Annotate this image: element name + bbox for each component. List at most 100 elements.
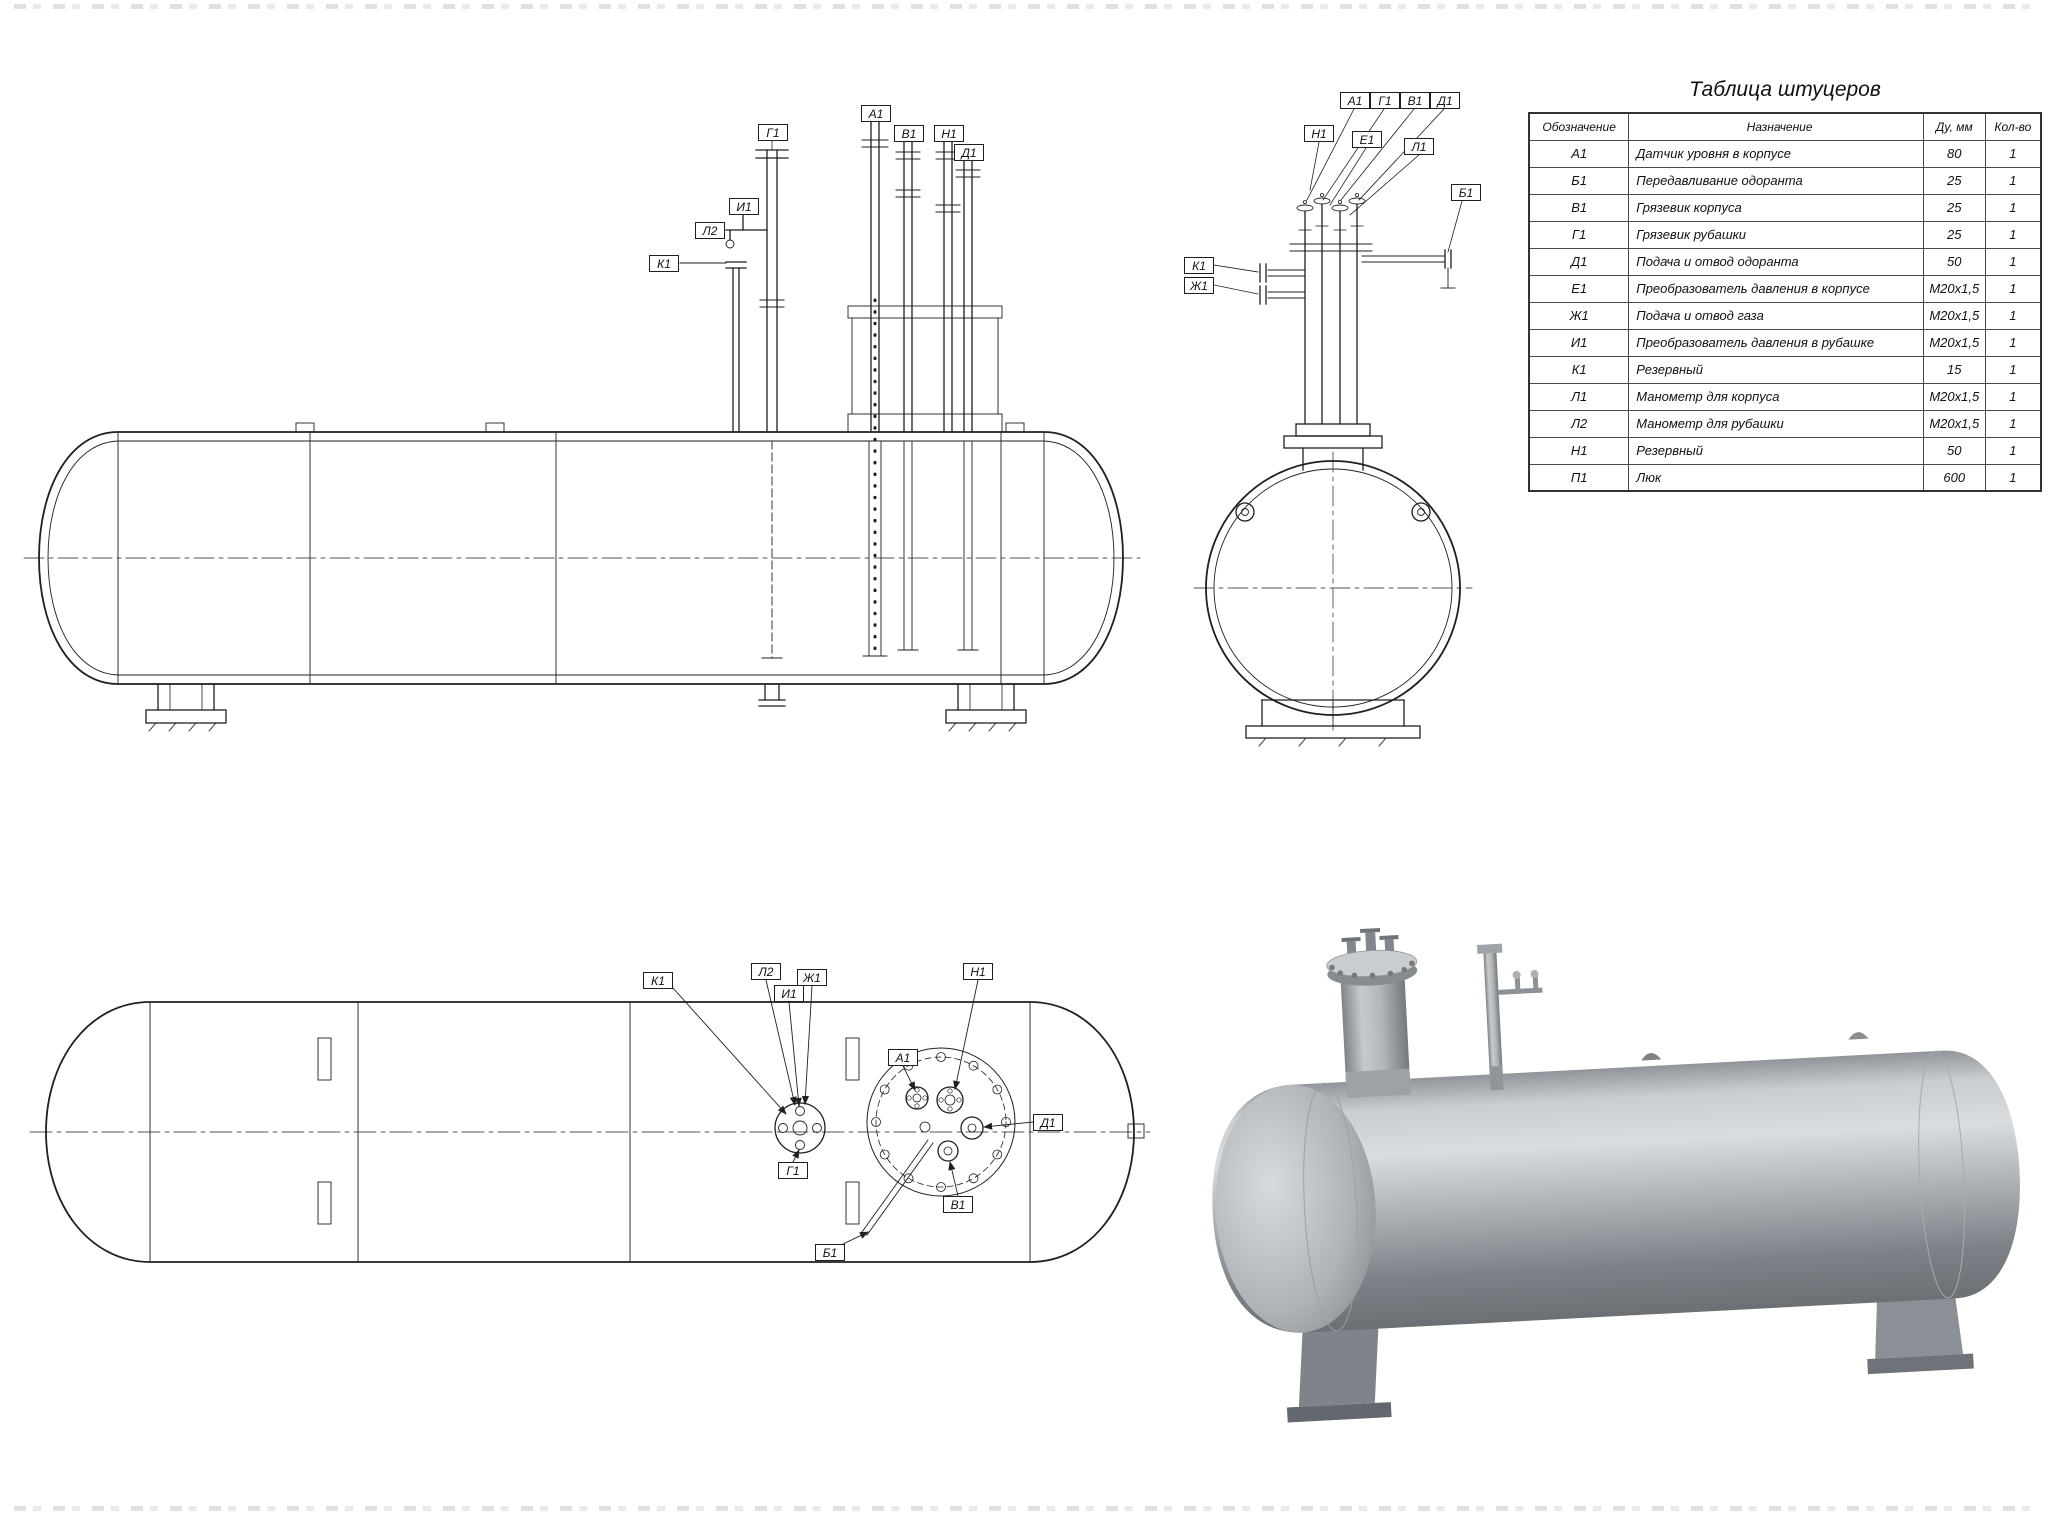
top-lug xyxy=(1005,422,1025,433)
plan-lug xyxy=(845,1181,860,1225)
cell-qty: 1 xyxy=(1984,463,2042,492)
cell-dn: М20х1,5 xyxy=(1922,301,1986,330)
instrument-arm xyxy=(725,213,768,249)
side-label-d1: Д1 xyxy=(954,144,984,161)
cell-purpose: Грязевик корпуса xyxy=(1628,193,1924,222)
top-label-g1: Г1 xyxy=(778,1162,808,1179)
top-label-a1: А1 xyxy=(888,1049,918,1066)
table-header-row: Обозначение Назначение Ду, мм Кол-во xyxy=(1528,112,2042,141)
cell-designation: Е1 xyxy=(1528,274,1630,303)
top-lug-3d xyxy=(1641,1052,1662,1061)
stubs-k1-zh1 xyxy=(1259,263,1306,305)
col-header-qty: Кол-во xyxy=(1984,112,2042,141)
top-lug xyxy=(295,422,315,433)
cell-qty: 1 xyxy=(1984,382,2042,411)
cell-qty: 1 xyxy=(1984,355,2042,384)
top-label-v1: В1 xyxy=(943,1196,973,1213)
cell-designation: Б1 xyxy=(1528,166,1630,195)
plan-lug xyxy=(317,1037,332,1081)
cell-purpose: Передавливание одоранта xyxy=(1628,166,1924,195)
cell-dn: М20х1,5 xyxy=(1922,409,1986,438)
end-label-zh1: Ж1 xyxy=(1184,277,1214,294)
tank-shell-inner xyxy=(47,440,1115,676)
plan-lug xyxy=(845,1037,860,1081)
cell-purpose: Преобразователь давления в корпусе xyxy=(1628,274,1924,303)
cell-dn: 25 xyxy=(1922,193,1986,222)
cell-dn: 25 xyxy=(1922,220,1986,249)
cell-qty: 1 xyxy=(1984,193,2042,222)
support-left-3d xyxy=(1298,1322,1379,1407)
top-view-drawing xyxy=(29,979,1151,1263)
end-label-k1: К1 xyxy=(1184,257,1214,274)
top-nozzle-assembly xyxy=(1283,192,1383,471)
end-label-d1: Д1 xyxy=(1430,92,1460,109)
page-edge-artifact-top xyxy=(14,4,2034,9)
end-label-v1: В1 xyxy=(1400,92,1430,109)
plan-lug xyxy=(317,1181,332,1225)
cell-designation: Д1 xyxy=(1528,247,1630,276)
end-view-drawing xyxy=(1193,108,1473,747)
nozzle-pipe-g1 xyxy=(755,140,789,659)
cell-designation: В1 xyxy=(1528,193,1630,222)
end-label-a1: А1 xyxy=(1340,92,1370,109)
cell-designation: К1 xyxy=(1528,355,1630,384)
cell-qty: 1 xyxy=(1984,274,2042,303)
cell-qty: 1 xyxy=(1984,139,2042,168)
side-label-a1: А1 xyxy=(861,105,891,122)
nozzle-pipe-d1 xyxy=(955,159,981,651)
manhole-3d xyxy=(1326,927,1418,1098)
top-label-l2: Л2 xyxy=(751,963,781,980)
top-lug xyxy=(485,422,505,433)
side-label-n1: Н1 xyxy=(934,125,964,142)
cell-designation: Л1 xyxy=(1528,382,1630,411)
cell-purpose: Люк xyxy=(1628,463,1924,492)
cell-dn: 25 xyxy=(1922,166,1986,195)
top-label-d1: Д1 xyxy=(1033,1114,1063,1131)
col-header-dn: Ду, мм xyxy=(1922,112,1986,141)
cell-designation: Г1 xyxy=(1528,220,1630,249)
cell-designation: А1 xyxy=(1528,139,1630,168)
top-label-k1: К1 xyxy=(643,972,673,989)
cell-dn: 50 xyxy=(1922,247,1986,276)
top-view-leaders xyxy=(672,979,1034,1245)
cell-qty: 1 xyxy=(1984,220,2042,249)
side-view-drawing xyxy=(23,121,1141,732)
cell-dn: 50 xyxy=(1922,436,1986,465)
cell-qty: 1 xyxy=(1984,409,2042,438)
cell-purpose: Грязевик рубашки xyxy=(1628,220,1924,249)
nozzle-pipe-a1 xyxy=(861,121,889,657)
side-label-g1: Г1 xyxy=(758,124,788,141)
table-title: Таблица штуцеров xyxy=(1689,78,1881,101)
side-label-v1: В1 xyxy=(894,125,924,142)
nozzle-pipe-k1 xyxy=(679,261,747,433)
side-label-k1: К1 xyxy=(649,255,679,272)
end-view-saddle xyxy=(1245,699,1421,747)
nozzle-pipe-v1 xyxy=(895,141,921,651)
saddle-right xyxy=(945,683,1027,732)
cell-qty: 1 xyxy=(1984,247,2042,276)
top-label-i1: И1 xyxy=(774,985,804,1002)
bottom-drain-stub xyxy=(758,683,786,707)
top-label-zh1: Ж1 xyxy=(797,969,827,986)
cell-qty: 1 xyxy=(1984,436,2042,465)
tank-body-3d xyxy=(1212,1050,2020,1333)
cell-purpose: Подача и отвод одоранта xyxy=(1628,247,1924,276)
cell-qty: 1 xyxy=(1984,166,2042,195)
nozzle-pipe-n1 xyxy=(935,141,961,433)
page-edge-artifact-bottom xyxy=(14,1506,2034,1511)
end-label-n1: Н1 xyxy=(1304,125,1334,142)
end-label-b1: Б1 xyxy=(1451,184,1481,201)
cell-qty: 1 xyxy=(1984,328,2042,357)
cell-purpose: Резервный xyxy=(1628,355,1924,384)
